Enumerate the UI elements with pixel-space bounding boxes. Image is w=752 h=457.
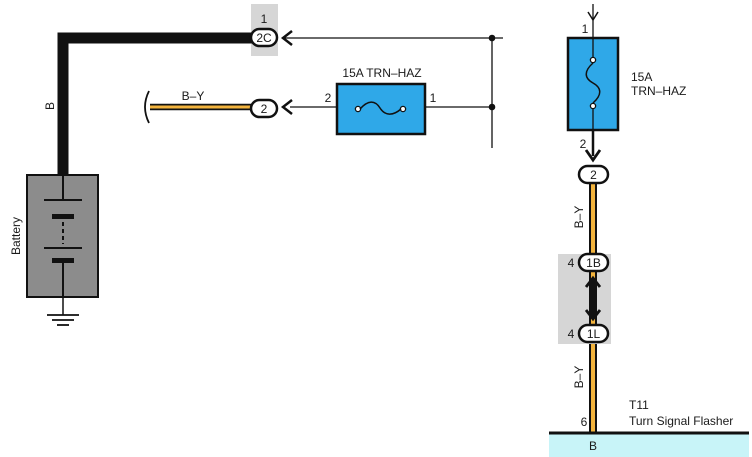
right-connector-2-label: 2	[590, 168, 597, 182]
flasher-name: Turn Signal Flasher	[629, 414, 733, 428]
right-fuse-line1: 15A	[631, 70, 652, 84]
connector-1l	[577, 323, 610, 344]
left-fuse-pin-left: 2	[325, 91, 332, 105]
battery-cell-plate-short-1	[52, 214, 74, 219]
connector-2c-arrow-icon	[280, 30, 293, 46]
left-fuse-terminal-left	[354, 105, 362, 113]
right-fuse-line2: TRN–HAZ	[631, 84, 686, 98]
connector-1b-label: 1B	[586, 256, 601, 270]
connector-2c	[249, 27, 279, 48]
connector-2c-label: 2C	[256, 31, 272, 45]
connector-1l-arrow-icon	[584, 309, 602, 322]
right-fuse-pin-top: 1	[582, 22, 589, 36]
flasher-bottom-label: B	[589, 439, 597, 453]
connector-1l-pin: 4	[568, 327, 575, 341]
battery-cell-plate-short-2	[52, 258, 74, 263]
right-fuse-terminal-bottom	[589, 102, 597, 110]
left-connector-2-label: 2	[261, 102, 268, 116]
connector-1b-pin: 4	[568, 256, 575, 270]
connector-1b	[577, 252, 610, 273]
input-arrow-icon	[587, 11, 599, 22]
turn-signal-flasher	[549, 432, 749, 457]
right-wire-label-lower: B–Y	[572, 366, 586, 389]
flasher-pin: 6	[581, 415, 588, 429]
connector-2c-pin: 1	[261, 12, 268, 26]
wire-break-icon	[144, 90, 150, 124]
left-fuse-element-icon	[359, 101, 402, 115]
right-fuse-pin-bottom: 2	[580, 137, 587, 151]
left-fuse-pin-right: 1	[430, 91, 437, 105]
connector-1b-arrow-icon	[584, 275, 602, 288]
right-connector-2	[577, 164, 610, 185]
battery-wire-b	[57, 32, 252, 175]
connector-1l-label: 1L	[587, 327, 601, 341]
left-by-wire-label: B–Y	[182, 89, 205, 103]
battery-wire-label: B	[43, 102, 57, 110]
left-connector-2	[249, 98, 279, 119]
right-fuse-element-icon	[585, 62, 601, 104]
left-connector-2-arrow-icon	[280, 99, 293, 115]
flasher-code: T11	[629, 398, 649, 412]
right-fuse-terminal-top	[589, 56, 597, 64]
battery-label: Battery	[9, 217, 23, 255]
connector-2-arrow-icon	[584, 149, 602, 163]
left-fuse-name: 15A TRN–HAZ	[342, 66, 421, 80]
left-fuse-terminal-right	[399, 105, 407, 113]
right-wire-label-upper: B–Y	[572, 206, 586, 229]
junction-dot-top	[488, 34, 496, 42]
